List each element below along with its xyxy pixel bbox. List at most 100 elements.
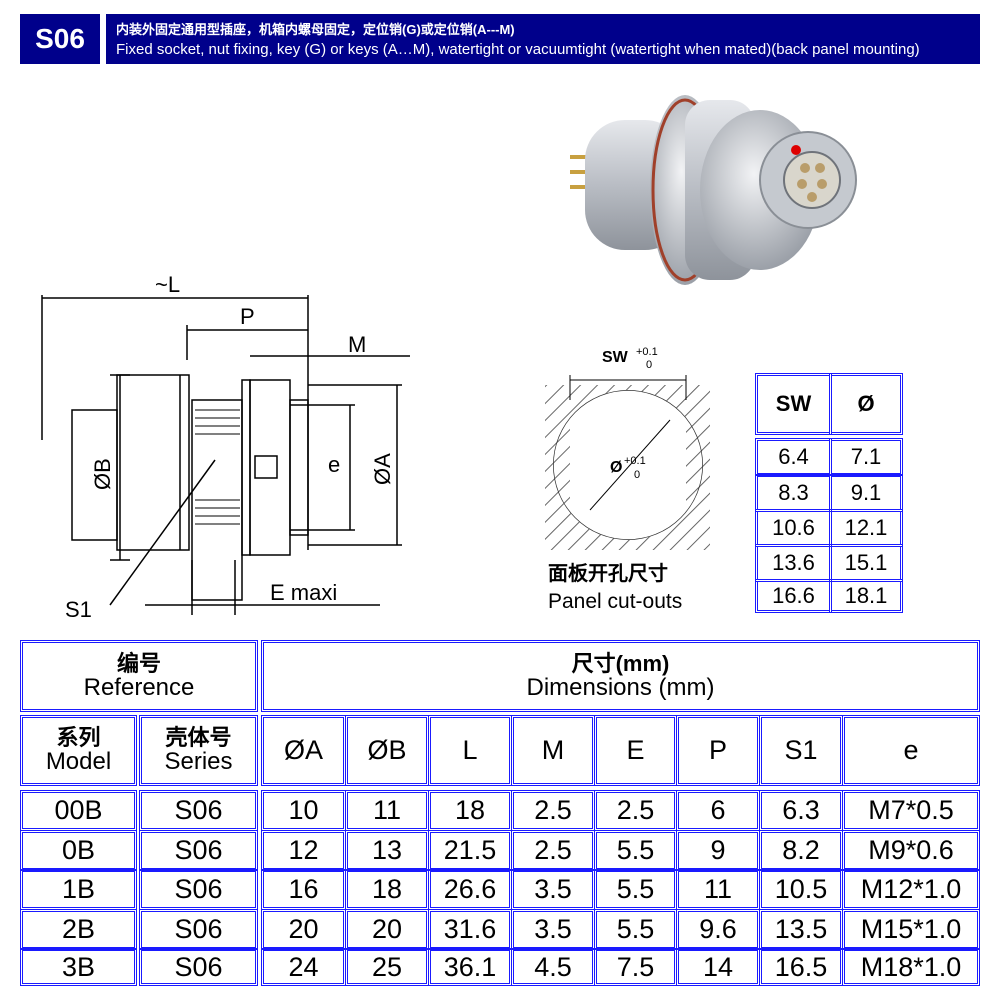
table-cell: 13: [345, 829, 429, 871]
series-header: 壳体号 Series: [139, 715, 258, 786]
table-cell: 3.5: [511, 869, 595, 910]
dia-cell: 9.1: [829, 474, 903, 512]
sw-label: SW: [602, 349, 629, 366]
table-cell: 31.6: [428, 908, 512, 950]
column-header: e: [842, 715, 980, 786]
model-header: 系列 Model: [20, 715, 137, 786]
dimensions-cn: 尺寸(mm): [571, 650, 670, 676]
table-cell: S06: [139, 829, 258, 871]
table-cell: 1B: [20, 869, 137, 910]
table-cell: 25: [345, 948, 429, 986]
table-cell: 36.1: [428, 948, 512, 986]
table-cell: 20: [345, 908, 429, 950]
title-en: Fixed socket, nut fixing, key (G) or key…: [116, 41, 920, 58]
dia-tol-zero: 0: [634, 469, 640, 481]
table-cell: M12*1.0: [842, 869, 980, 910]
sw-cell: 16.6: [755, 579, 832, 613]
table-cell: S06: [139, 790, 258, 831]
series-code-badge: S06: [20, 14, 100, 64]
cutout-label-en: Panel cut-outs: [548, 590, 683, 613]
column-header: M: [511, 715, 595, 786]
label-E: E maxi: [270, 580, 337, 605]
table-cell: 3.5: [511, 908, 595, 950]
table-cell: 10: [261, 790, 346, 831]
table-cell: 6: [676, 790, 760, 831]
table-cell: 9: [676, 829, 760, 871]
dia-label: Ø: [610, 459, 622, 476]
table-cell: 3B: [20, 948, 137, 986]
table-cell: 8.2: [759, 829, 843, 871]
table-cell: 13.5: [759, 908, 843, 950]
reference-header: 编号 Reference: [20, 640, 258, 712]
table-cell: 7.5: [594, 948, 677, 986]
table-cell: M7*0.5: [842, 790, 980, 831]
table-cell: 21.5: [428, 829, 512, 871]
table-cell: 2.5: [594, 790, 677, 831]
cutout-label-cn: 面板开孔尺寸: [548, 563, 668, 585]
table-cell: 2B: [20, 908, 137, 950]
label-M: M: [348, 332, 366, 357]
table-cell: 4.5: [511, 948, 595, 986]
table-cell: 18: [428, 790, 512, 831]
label-e: e: [328, 452, 340, 477]
table-cell: 5.5: [594, 908, 677, 950]
sw-tol-zero: 0: [646, 359, 652, 371]
table-cell: S06: [139, 948, 258, 986]
table-cell: 11: [345, 790, 429, 831]
label-S1: S1: [65, 597, 92, 622]
dimensions-header: 尺寸(mm) Dimensions (mm): [261, 640, 980, 712]
column-header: E: [594, 715, 677, 786]
column-header: P: [676, 715, 760, 786]
table-cell: 16: [261, 869, 346, 910]
table-cell: 00B: [20, 790, 137, 831]
title-banner: 内装外固定通用型插座，机箱内螺母固定，定位销(G)或定位销(A---M) Fix…: [106, 14, 980, 64]
label-P: P: [240, 304, 255, 329]
panel-cutout-drawing: SW +0.1 0 Ø +0.1 0: [545, 346, 710, 550]
column-header: ØB: [345, 715, 429, 786]
table-cell: 9.6: [676, 908, 760, 950]
column-header: L: [428, 715, 512, 786]
table-cell: 26.6: [428, 869, 512, 910]
table-cell: 5.5: [594, 869, 677, 910]
table-cell: S06: [139, 908, 258, 950]
dia-cell: 18.1: [829, 579, 903, 613]
table-cell: 14: [676, 948, 760, 986]
dimensions-en: Dimensions (mm): [526, 673, 715, 701]
dia-cell: 12.1: [829, 509, 903, 547]
table-cell: 20: [261, 908, 346, 950]
table-cell: S06: [139, 869, 258, 910]
table-cell: 18: [345, 869, 429, 910]
dia-tol-plus: +0.1: [624, 455, 646, 467]
reference-en: Reference: [83, 673, 195, 701]
label-A: ØA: [370, 453, 395, 485]
column-header: S1: [759, 715, 843, 786]
table-cell: M9*0.6: [842, 829, 980, 871]
dia-cell: 15.1: [829, 544, 903, 582]
label-B: ØB: [90, 458, 115, 490]
connector-photo: [570, 95, 857, 285]
sw-tol-plus: +0.1: [636, 346, 658, 358]
sw-cell: 8.3: [755, 474, 832, 512]
table-cell: 0B: [20, 829, 137, 871]
sw-cell: 6.4: [755, 438, 832, 476]
table-cell: 12: [261, 829, 346, 871]
series-en: Series: [164, 748, 233, 776]
reference-cn: 编号: [116, 650, 161, 676]
dimension-drawing: ~L P M ØB e ØA S1 E maxi: [41, 272, 410, 622]
dia-header: Ø: [829, 373, 903, 435]
table-cell: 11: [676, 869, 760, 910]
column-header: ØA: [261, 715, 346, 786]
table-cell: 5.5: [594, 829, 677, 871]
model-cn: 系列: [56, 725, 101, 751]
model-en: Model: [45, 748, 112, 776]
table-cell: M15*1.0: [842, 908, 980, 950]
series-cn: 壳体号: [165, 725, 232, 751]
table-cell: 10.5: [759, 869, 843, 910]
title-cn: 内装外固定通用型插座，机箱内螺母固定，定位销(G)或定位销(A---M): [116, 22, 515, 37]
table-cell: M18*1.0: [842, 948, 980, 986]
table-cell: 24: [261, 948, 346, 986]
sw-header: SW: [755, 373, 832, 435]
table-cell: 6.3: [759, 790, 843, 831]
sw-cell: 13.6: [755, 544, 832, 582]
table-cell: 2.5: [511, 829, 595, 871]
